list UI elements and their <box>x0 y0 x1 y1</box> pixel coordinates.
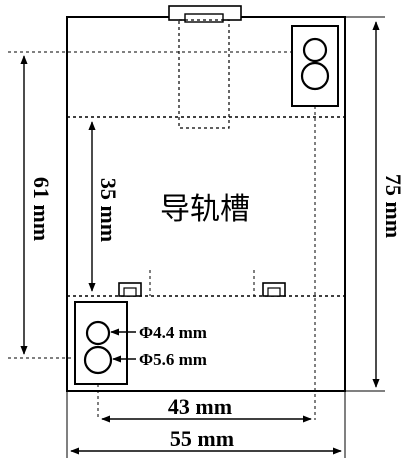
label-rail-slot: 导轨槽 <box>160 192 250 227</box>
label-hole-large: Φ5.6 mm <box>139 350 207 369</box>
rail-latch-left <box>118 282 142 297</box>
dimension-height-hole-spacing: 61 mm <box>20 55 54 355</box>
label-rail-slot-height: 35 mm <box>96 178 121 242</box>
dimension-height-overall: 75 mm <box>345 16 406 392</box>
label-hole-small: Φ4.4 mm <box>139 323 207 342</box>
dimension-width-overall: 55 mm <box>66 391 346 458</box>
rail-latch-right <box>262 282 286 297</box>
top-clip <box>168 5 242 129</box>
label-width-hole-spacing: 43 mm <box>168 394 232 419</box>
extension-lines <box>8 51 316 420</box>
callout-hole-small: Φ4.4 mm <box>110 323 207 342</box>
label-height-overall: 75 mm <box>381 174 406 238</box>
mounting-hole-bottom-left <box>74 301 128 385</box>
mounting-hole-top-right <box>291 25 339 107</box>
dimension-rail-slot: 35 mm <box>88 121 121 292</box>
label-width-overall: 55 mm <box>170 426 234 451</box>
callout-hole-large: Φ5.6 mm <box>112 350 207 369</box>
dimension-width-hole-spacing: 43 mm <box>101 394 312 423</box>
label-height-hole-spacing: 61 mm <box>29 177 54 241</box>
